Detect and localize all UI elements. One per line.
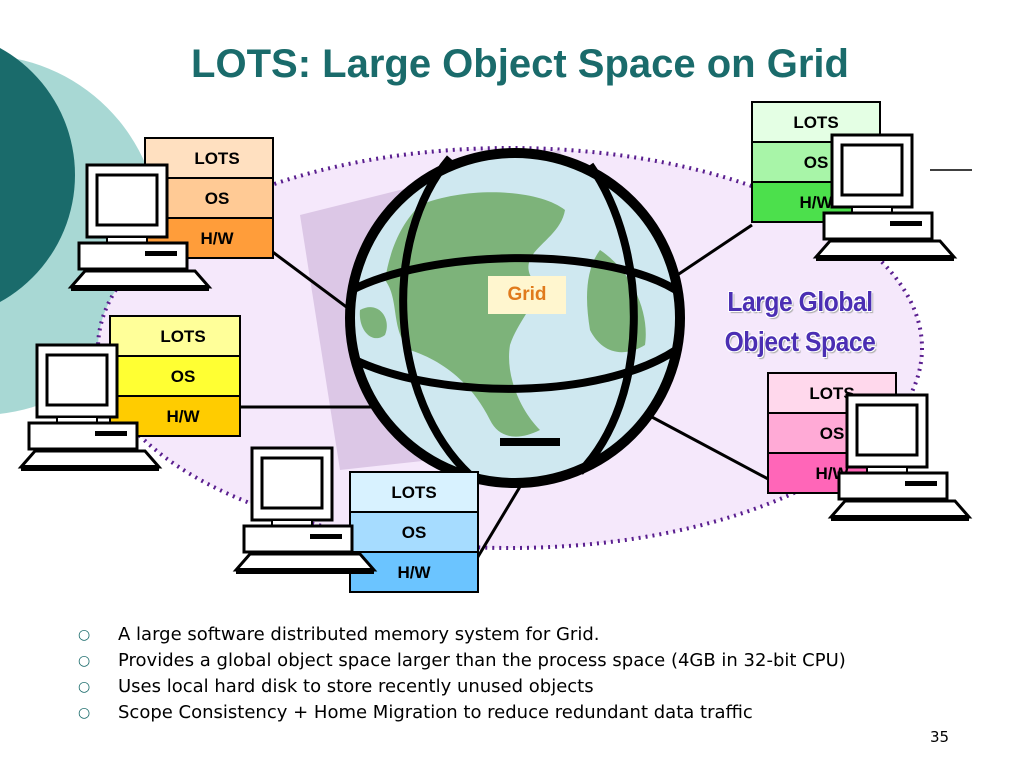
bullet-text: A large software distributed memory syst… — [118, 624, 600, 645]
node-stack: LOTS OS H/W — [751, 101, 958, 261]
os-layer-label: OS — [171, 367, 196, 386]
bullet-icon: ○ — [78, 627, 91, 643]
lots-layer-label: LOTS — [809, 384, 854, 403]
os-layer-label: OS — [205, 189, 230, 208]
bullet-text: Provides a global object space larger th… — [118, 650, 846, 671]
lots-layer-label: LOTS — [160, 327, 205, 346]
computer-icon — [812, 133, 958, 261]
globe-icon — [345, 148, 685, 488]
page-number: 35 — [930, 728, 950, 746]
hw-layer-label: H/W — [799, 193, 833, 212]
hw-layer-label: H/W — [397, 563, 431, 582]
node-stack: LOTS OS H/W — [17, 315, 241, 471]
bullet-icon: ○ — [78, 653, 91, 669]
dark-arc — [0, 48, 75, 302]
bullet-item: ○ Provides a global object space larger t… — [78, 648, 1008, 674]
hw-layer-label: H/W — [166, 407, 200, 426]
bullet-item: ○ A large software distributed memory sys… — [78, 622, 1008, 648]
hw-layer-label: H/W — [200, 229, 234, 248]
lots-layer-label: LOTS — [793, 113, 838, 132]
bullet-text: Scope Consistency + Home Migration to re… — [118, 702, 753, 723]
lots-layer — [109, 315, 241, 357]
bullet-icon: ○ — [78, 679, 91, 695]
hw-layer — [349, 551, 479, 593]
bullet-item: ○ Scope Consistency + Home Migration to r… — [78, 700, 1008, 726]
os-layer-label: OS — [402, 523, 427, 542]
os-layer-label: OS — [804, 153, 829, 172]
bullet-list: ○ A large software distributed memory sys… — [78, 622, 1008, 726]
grid-label: Grid — [488, 276, 566, 314]
space-label-line2: Object Space — [724, 326, 876, 357]
space-label-line1: Large Global — [727, 286, 873, 317]
lots-layer-label: LOTS — [194, 149, 239, 168]
bullet-text: Uses local hard disk to store recently u… — [118, 676, 594, 697]
computer-icon — [17, 343, 163, 471]
global-object-space-label: Large Global Object Space — [703, 282, 897, 362]
os-layer-label: OS — [820, 424, 845, 443]
page-title: LOTS: Large Object Space on Grid — [191, 42, 849, 86]
bullet-icon: ○ — [78, 705, 91, 721]
bullet-item: ○ Uses local hard disk to store recently … — [78, 674, 1008, 700]
node-stack: LOTS OS H/W — [67, 137, 274, 291]
os-layer — [109, 355, 241, 397]
computer-icon — [232, 446, 378, 574]
lots-layer-label: LOTS — [391, 483, 436, 502]
computer-icon — [827, 393, 973, 521]
node-stack: LOTS OS H/W — [232, 446, 479, 593]
computer-icon — [67, 163, 213, 291]
